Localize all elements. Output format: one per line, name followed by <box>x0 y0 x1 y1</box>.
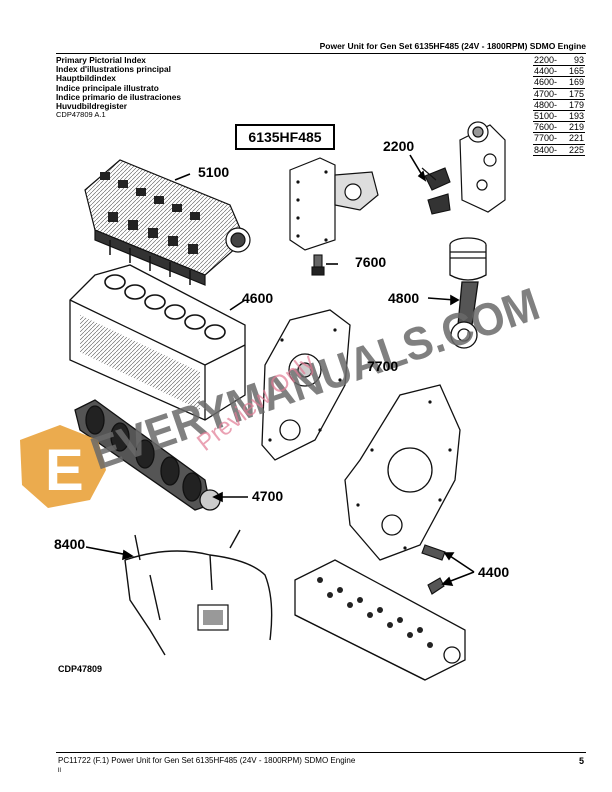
ref-group: 7700- <box>533 132 559 145</box>
page-reference-table: 2200-93 4400-165 4600-169 4700-175 4800-… <box>533 55 585 156</box>
figure-reference: CDP47809 A.1 <box>56 110 106 119</box>
callout-7700[interactable]: 7700 <box>367 358 399 374</box>
ref-page: 165 <box>559 65 585 78</box>
front-cover-part <box>289 157 379 251</box>
crankshaft <box>74 399 221 511</box>
index-title-it: Indice principale illustrato <box>56 82 159 93</box>
footer-divider <box>56 752 586 753</box>
ref-group: 4800- <box>533 99 559 112</box>
ref-page: 169 <box>559 76 585 89</box>
page-ref-row[interactable]: 7700-221 <box>533 132 585 145</box>
ref-group: 2200- <box>533 55 559 67</box>
ref-group: 8400- <box>533 144 559 156</box>
index-title-de: Hauptbildindex <box>56 73 116 84</box>
index-title-fr: Index d'illustrations principal <box>56 64 171 75</box>
ref-group: 5100- <box>533 110 559 123</box>
pump-housing-part <box>459 121 506 213</box>
page-ref-row[interactable]: 2200-93 <box>533 55 585 67</box>
ref-page: 221 <box>559 132 585 145</box>
callout-4800[interactable]: 4800 <box>388 290 420 306</box>
timing-gear-cover <box>261 309 351 461</box>
ref-page: 93 <box>559 55 585 67</box>
index-title-sv: Huvudbildregister <box>56 101 127 112</box>
ref-page: 179 <box>559 99 585 112</box>
ref-group: 7600- <box>533 121 559 134</box>
ref-page: 193 <box>559 110 585 123</box>
page-ref-row[interactable]: 8400-225 <box>533 144 585 156</box>
ref-page: 219 <box>559 121 585 134</box>
sensor-parts-4400 <box>421 544 446 595</box>
callout-7600[interactable]: 7600 <box>355 254 387 270</box>
index-title-block: Primary Pictorial Index Index d'illustra… <box>56 55 181 112</box>
page-ref-row[interactable]: 4600-169 <box>533 76 585 89</box>
watermark-logo-icon <box>20 425 106 508</box>
cylinder-head <box>294 559 466 681</box>
model-number-box: 6135HF485 <box>235 124 335 150</box>
callout-5100[interactable]: 5100 <box>198 164 230 180</box>
index-title-en: Primary Pictorial Index <box>56 55 146 65</box>
cylinder-block <box>69 264 246 421</box>
ref-page: 175 <box>559 88 585 100</box>
ref-page: 225 <box>559 144 585 156</box>
ref-group: 4700- <box>533 88 559 100</box>
watermark-logo-letter: E <box>45 438 84 503</box>
callout-leaders <box>85 154 475 586</box>
footer-subtext: ll <box>58 767 61 774</box>
fitting-parts <box>421 167 451 215</box>
page-ref-row[interactable]: 4700-175 <box>533 88 585 100</box>
index-title-es: Indice primario de ilustraciones <box>56 91 181 102</box>
page-ref-row[interactable]: 5100-193 <box>533 110 585 123</box>
page-number: 5 <box>578 756 584 766</box>
sensor-part-7600 <box>311 254 325 276</box>
document-header-title: Power Unit for Gen Set 6135HF485 (24V - … <box>319 41 586 51</box>
ref-group: 4600- <box>533 76 559 89</box>
valve-train-assembly <box>84 159 251 286</box>
header-divider <box>56 53 586 54</box>
ref-group: 4400- <box>533 65 559 78</box>
piston-connecting-rod <box>449 237 487 349</box>
wiring-harness <box>124 529 273 656</box>
page-ref-row[interactable]: 4400-165 <box>533 65 585 78</box>
callout-4700[interactable]: 4700 <box>252 488 284 504</box>
callout-4400[interactable]: 4400 <box>478 564 510 580</box>
figure-id-label: CDP47809 <box>58 664 103 674</box>
page-ref-row[interactable]: 4800-179 <box>533 99 585 112</box>
callout-2200[interactable]: 2200 <box>383 138 415 154</box>
page-ref-row[interactable]: 7600-219 <box>533 121 585 134</box>
callout-4600[interactable]: 4600 <box>242 290 274 306</box>
flywheel-housing <box>344 384 461 561</box>
callout-8400[interactable]: 8400 <box>54 536 86 552</box>
footer-text: PC11722 (F.1) Power Unit for Gen Set 613… <box>58 756 356 765</box>
